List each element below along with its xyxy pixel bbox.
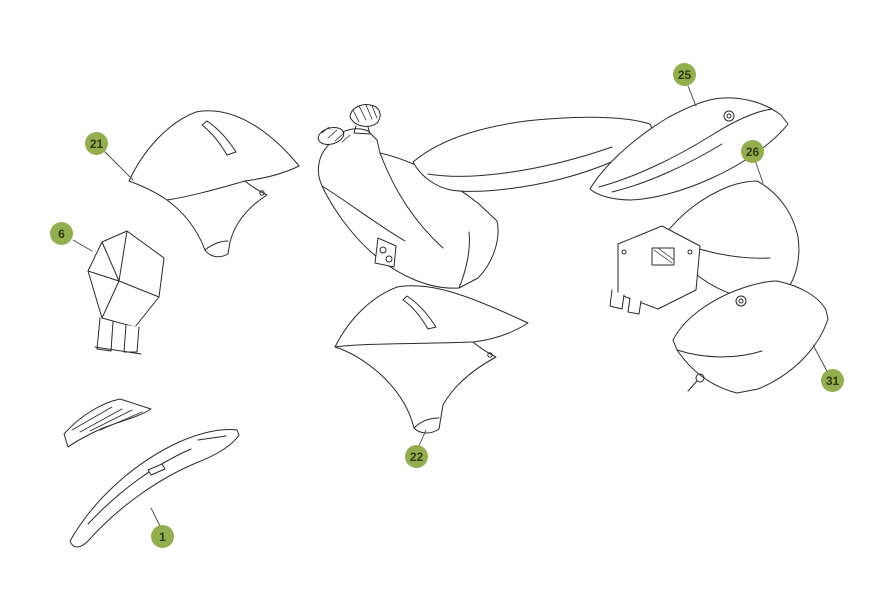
callout-6-label: 6 <box>58 226 65 241</box>
callout-22-label: 22 <box>409 449 424 464</box>
callout-26[interactable]: 26 <box>741 140 764 163</box>
part-front-number-plate <box>87 230 165 355</box>
part-front-fender <box>63 398 240 548</box>
part-right-radiator-shroud <box>334 285 529 434</box>
part-fuel-cap <box>349 104 381 135</box>
part-airbox <box>609 225 701 315</box>
callout-25-label: 25 <box>677 67 692 82</box>
callout-leader-lines <box>72 85 828 527</box>
callout-1[interactable]: 1 <box>151 525 174 548</box>
part-side-number-plate <box>672 280 829 394</box>
part-rear-side-panel <box>589 97 789 201</box>
part-left-radiator-shroud <box>128 110 300 258</box>
callout-31-label: 31 <box>825 373 840 388</box>
part-fuel-tank <box>317 126 499 289</box>
callout-22[interactable]: 22 <box>405 445 428 468</box>
callout-26-label: 26 <box>745 144 760 159</box>
callout-1-label: 1 <box>159 529 166 544</box>
callout-31[interactable]: 31 <box>821 369 844 392</box>
callout-25[interactable]: 25 <box>673 63 696 86</box>
callout-21[interactable]: 21 <box>85 132 108 155</box>
callout-21-label: 21 <box>89 136 104 151</box>
callout-6[interactable]: 6 <box>50 222 73 245</box>
